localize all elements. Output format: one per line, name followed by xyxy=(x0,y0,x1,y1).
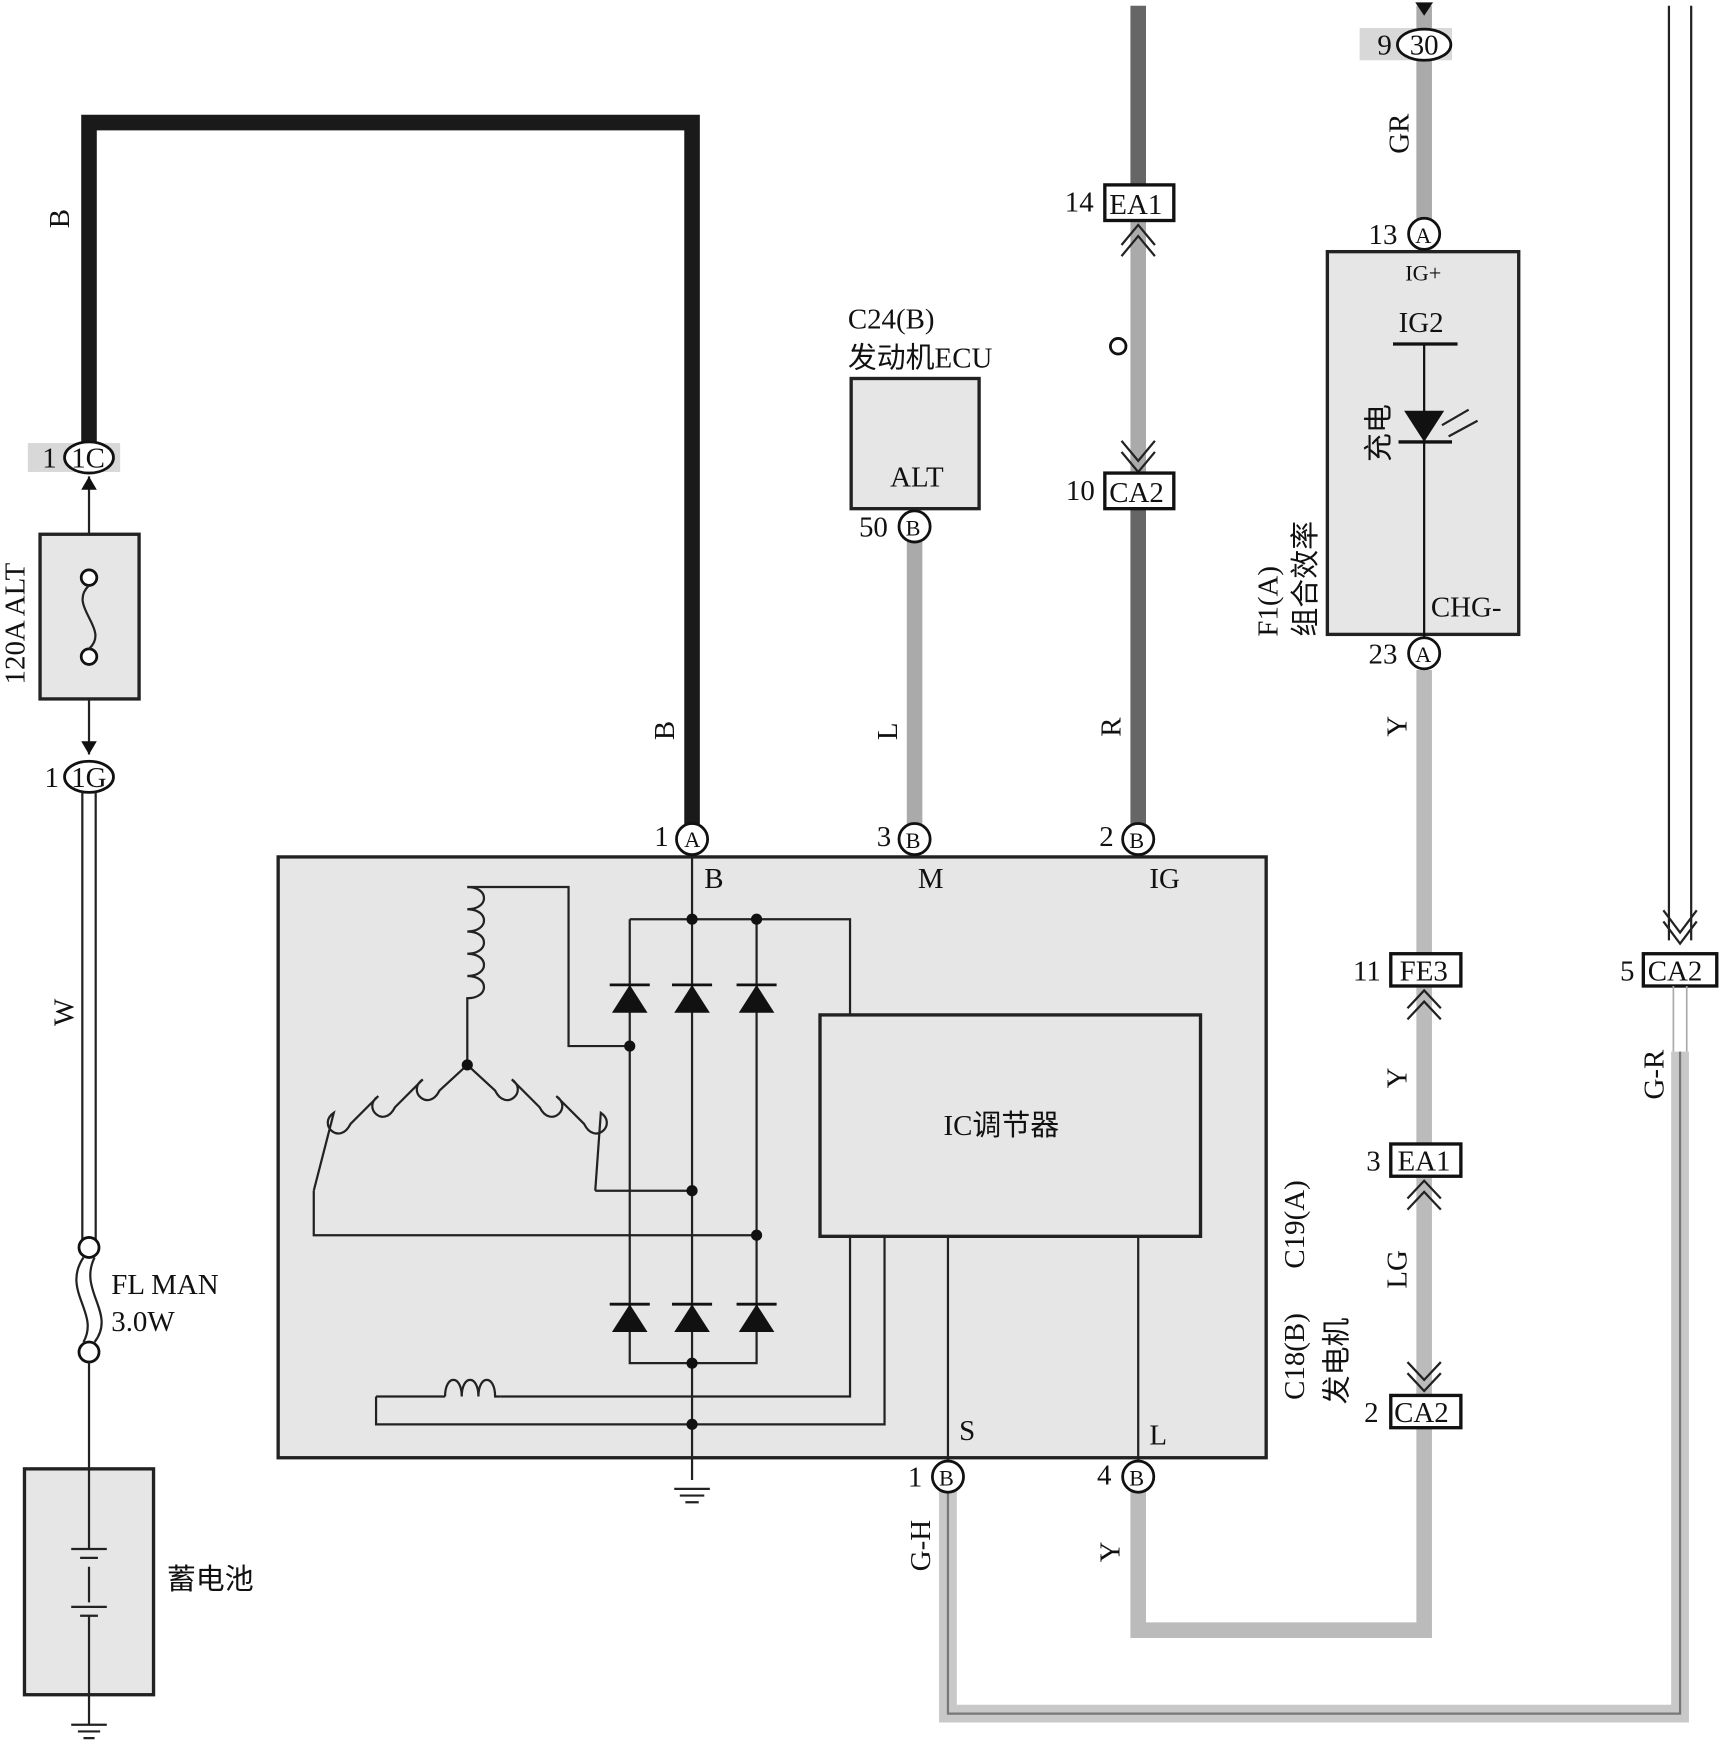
ic-regulator-label: IC调节器 xyxy=(944,1110,1060,1142)
ic-regulator xyxy=(818,1013,1203,1238)
wire-label-b: B xyxy=(44,209,76,228)
connector-fe3 xyxy=(1389,952,1463,988)
engine-ecu xyxy=(849,376,981,511)
connector-id: B xyxy=(1129,1466,1144,1491)
wire-label-lg: LG xyxy=(1381,1250,1413,1289)
terminal-m: M xyxy=(918,863,944,895)
connector-1g xyxy=(63,759,115,794)
connector-id: B xyxy=(906,828,921,853)
fusible-link-rating: 3.0W xyxy=(111,1306,175,1338)
charge-lamp-led-icon xyxy=(1404,410,1445,442)
wire-label-b-gen: B xyxy=(649,721,681,740)
connector-ca2 xyxy=(1641,952,1719,988)
meter-name: 组合效率 xyxy=(1290,521,1322,637)
wire-label-w: W xyxy=(48,998,80,1026)
wire-label-r: R xyxy=(1095,717,1127,737)
meter-ig-plus: IG+ xyxy=(1405,261,1441,286)
connector-id: B xyxy=(1129,828,1144,853)
generator-code-c18: C18(B) xyxy=(1279,1313,1311,1400)
pin-number: 1 xyxy=(908,1462,922,1494)
meter-code: F1(A) xyxy=(1252,566,1284,637)
connector-1c xyxy=(63,440,115,475)
pin-number: 3 xyxy=(877,821,891,853)
connector-id: EA1 xyxy=(1109,189,1162,221)
meter-chg: CHG- xyxy=(1431,592,1502,624)
generator-name: 发电机 xyxy=(1321,1318,1353,1405)
pin-number: 13 xyxy=(1369,219,1398,251)
fuse-label: 120A ALT xyxy=(0,562,31,684)
pin-number: 1 xyxy=(45,762,59,794)
terminal-l: L xyxy=(1149,1419,1167,1451)
wire-label-y: Y xyxy=(1094,1541,1126,1562)
battery-label: 蓄电池 xyxy=(167,1564,254,1596)
pin-number: 50 xyxy=(859,511,888,543)
terminal-s: S xyxy=(959,1415,975,1447)
wire-b-main xyxy=(81,114,700,826)
pin-number: 10 xyxy=(1066,475,1095,507)
connector-id: A xyxy=(1415,223,1431,248)
fusible-link-label: FL MAN xyxy=(111,1269,218,1301)
connector-30 xyxy=(1396,27,1453,62)
connector-ea1 xyxy=(1389,1142,1463,1178)
pin-number: 1 xyxy=(654,821,668,853)
connector-id: B xyxy=(939,1466,954,1491)
meter-lamp-label: 充电 xyxy=(1364,404,1396,462)
pin-number: 14 xyxy=(1065,187,1094,219)
wire-label-g-r: G-R xyxy=(1638,1049,1670,1100)
pin-number: 9 xyxy=(1377,30,1391,62)
ecu-code: C24(B) xyxy=(848,303,935,335)
connector-id: A xyxy=(684,827,700,852)
connector-id: 1C xyxy=(71,443,105,475)
wire-label-g-h: G-H xyxy=(905,1520,937,1572)
connector-ca2 xyxy=(1389,1393,1463,1430)
pin-number: 11 xyxy=(1353,955,1381,987)
pin-number: 3 xyxy=(1366,1146,1380,1178)
wire-label-y: Y xyxy=(1381,1067,1413,1088)
pin-number: 5 xyxy=(1620,955,1634,987)
connector-ca2 xyxy=(1103,471,1176,511)
terminal-ig: IG xyxy=(1149,863,1180,895)
stator-coil xyxy=(466,885,485,1065)
connector-ea1 xyxy=(1103,183,1176,223)
pin-number: 4 xyxy=(1097,1459,1111,1491)
wire-label-y: Y xyxy=(1381,716,1413,737)
connector-id: 1G xyxy=(71,762,106,794)
pin-number: 23 xyxy=(1369,638,1398,670)
connector-id: B xyxy=(906,515,921,540)
pin-number: 1 xyxy=(42,443,56,475)
meter-ig2: IG2 xyxy=(1399,307,1444,339)
wire-label-gr: GR xyxy=(1384,113,1416,154)
connector-id: A xyxy=(1415,642,1431,667)
ecu-name: 发动机ECU xyxy=(848,342,993,374)
fuse-120a-alt xyxy=(38,532,141,701)
pin-number: 2 xyxy=(1099,821,1113,853)
connector-id: CA2 xyxy=(1109,477,1164,509)
connector-id: EA1 xyxy=(1397,1146,1450,1178)
generator-code-c19: C19(A) xyxy=(1279,1180,1311,1268)
terminal-b: B xyxy=(704,863,723,895)
connector-id: CA2 xyxy=(1394,1397,1449,1429)
connector-id: CA2 xyxy=(1648,955,1703,987)
pin-number: 2 xyxy=(1364,1397,1378,1429)
ecu-terminal-alt: ALT xyxy=(890,461,944,493)
connector-id: FE3 xyxy=(1400,955,1448,987)
wire-label-l: L xyxy=(872,722,904,740)
connector-id: 30 xyxy=(1410,30,1439,62)
